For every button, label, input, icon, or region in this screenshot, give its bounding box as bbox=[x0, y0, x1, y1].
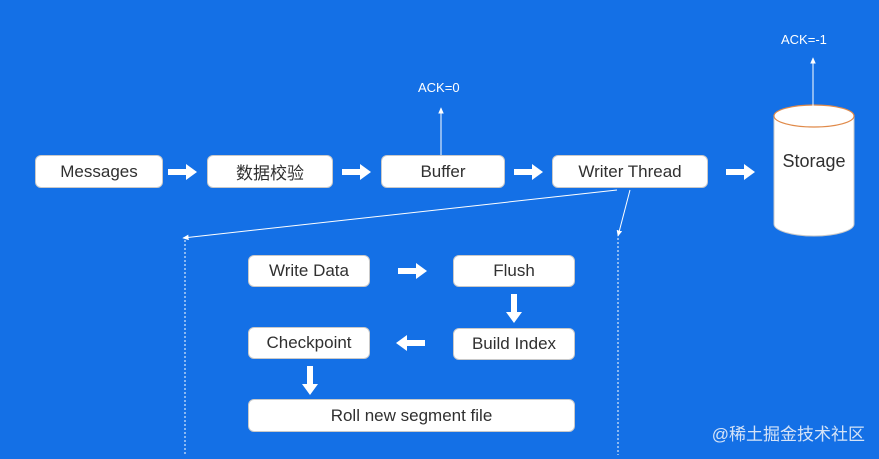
arrow-flush-to-index bbox=[506, 294, 522, 323]
ack-buffer-label: ACK=0 bbox=[418, 80, 460, 95]
storage-cylinder bbox=[773, 104, 855, 237]
arrow-index-to-checkpoint bbox=[396, 335, 425, 351]
roll-segment-box: Roll new segment file bbox=[248, 399, 575, 432]
arrow-buffer-to-writer bbox=[514, 164, 543, 180]
write-data-box: Write Data bbox=[248, 255, 370, 287]
arrow-checkpoint-to-roll bbox=[302, 366, 318, 395]
watermark: @稀土掘金技术社区 bbox=[711, 425, 865, 444]
arrow-messages-to-validate bbox=[168, 164, 197, 180]
arrow-write-to-flush bbox=[398, 263, 427, 279]
buffer-box: Buffer bbox=[381, 155, 505, 188]
expand-line-left bbox=[182, 189, 618, 241]
arrow-writer-to-storage bbox=[726, 164, 755, 180]
expand-line-right bbox=[616, 189, 631, 237]
arrow-validate-to-buffer bbox=[342, 164, 371, 180]
checkpoint-box: Checkpoint bbox=[248, 327, 370, 359]
validation-box: 数据校验 bbox=[207, 155, 333, 188]
flush-box: Flush bbox=[453, 255, 575, 287]
writer-thread-box: Writer Thread bbox=[552, 155, 708, 188]
storage-label: Storage bbox=[782, 151, 846, 171]
build-index-box: Build Index bbox=[453, 328, 575, 360]
messages-box: Messages bbox=[35, 155, 163, 188]
ack-storage-label: ACK=-1 bbox=[781, 32, 827, 47]
